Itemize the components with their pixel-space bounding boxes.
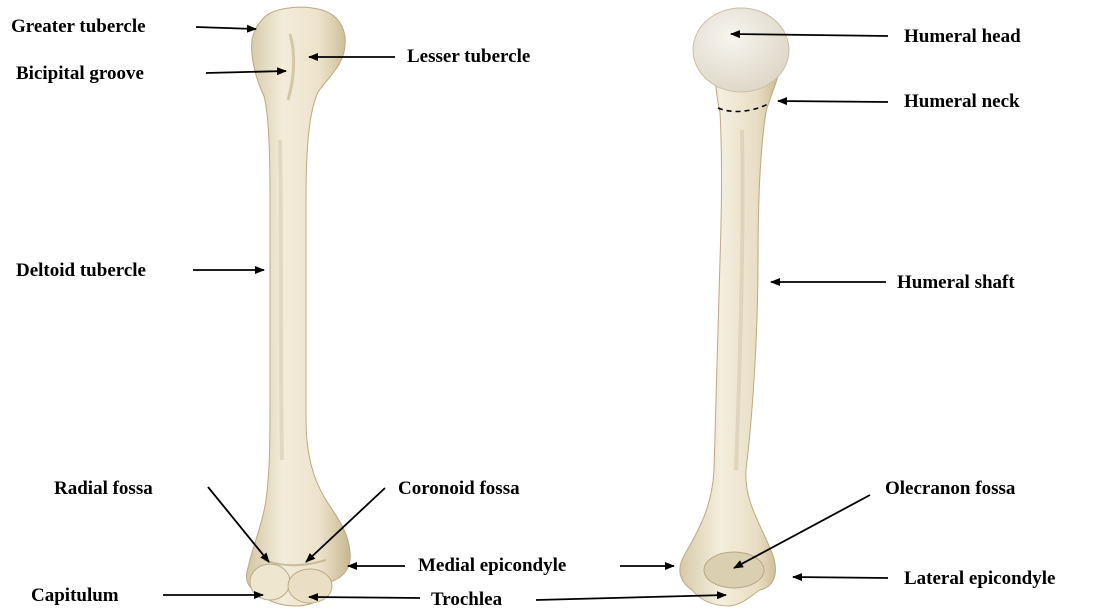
anterior-shaft-shade [280, 140, 282, 460]
label-humeral-head: Humeral head [904, 26, 1021, 48]
label-olecranon-fossa: Olecranon fossa [885, 478, 1015, 500]
label-medial-epicondyle: Medial epicondyle [418, 555, 566, 577]
label-humeral-shaft: Humeral shaft [897, 272, 1015, 294]
posterior-humerus [680, 8, 789, 606]
label-radial-fossa: Radial fossa [54, 478, 153, 500]
anterior-humerus-bone [246, 7, 350, 606]
anterior-humerus [246, 7, 350, 606]
label-lesser-tubercle: Lesser tubercle [407, 46, 530, 68]
posterior-humerus-bone [680, 10, 783, 606]
label-greater-tubercle: Greater tubercle [11, 16, 146, 38]
arrow-radial-fossa [208, 487, 269, 562]
label-trochlea: Trochlea [431, 589, 502, 611]
label-capitulum: Capitulum [31, 585, 119, 607]
humeral-head-shape [693, 8, 789, 92]
label-bicipital-groove: Bicipital groove [16, 63, 144, 85]
arrow-trochlea-left [309, 597, 420, 598]
label-lateral-epicondyle: Lateral epicondyle [904, 568, 1055, 590]
arrow-trochlea-right [536, 595, 726, 600]
arrow-greater-tubercle [196, 27, 256, 29]
label-humeral-neck: Humeral neck [904, 91, 1020, 113]
label-coronoid-fossa: Coronoid fossa [398, 478, 520, 500]
arrow-lateral-epicondyle [793, 577, 888, 578]
label-deltoid-tubercle: Deltoid tubercle [16, 260, 146, 282]
arrow-humeral-neck [778, 101, 888, 102]
